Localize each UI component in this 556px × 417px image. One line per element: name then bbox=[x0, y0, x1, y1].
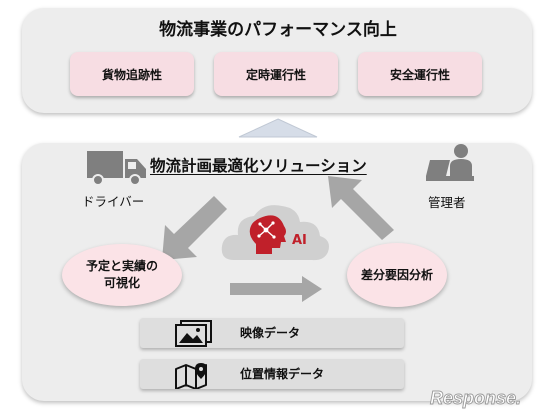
plan-bubble-line2: 可視化 bbox=[103, 276, 140, 290]
video-data-label: 映像データ bbox=[240, 326, 301, 340]
location-data-bar: 位置情報データ bbox=[140, 359, 404, 389]
performance-title: 物流事業のパフォーマンス向上 bbox=[159, 20, 397, 40]
manager-at-laptop-icon bbox=[426, 144, 474, 181]
watermark-text: Response. bbox=[430, 388, 521, 408]
metric-safety: 安全運行性 bbox=[358, 52, 482, 96]
up-arrow-icon bbox=[238, 118, 318, 138]
arrow-down-left-icon bbox=[162, 196, 227, 260]
location-data-label: 位置情報データ bbox=[240, 367, 325, 381]
driver-label: ドライバー bbox=[82, 194, 145, 209]
plan-vs-actual-bubble: 予定と実績の 可視化 bbox=[62, 244, 182, 306]
metric-cargo-tracking: 貨物追跡性 bbox=[70, 52, 194, 96]
response-logo: Response. bbox=[430, 388, 522, 409]
difference-analysis-bubble: 差分要因分析 bbox=[347, 243, 447, 307]
cloud-ai-icon bbox=[221, 205, 329, 261]
solution-title: 物流計画最適化ソリューション bbox=[150, 157, 367, 175]
arrow-up-right-icon bbox=[328, 176, 394, 240]
metric-on-time: 定時運行性 bbox=[214, 52, 338, 96]
map-pin-icon bbox=[175, 363, 207, 389]
image-icon bbox=[175, 320, 212, 347]
plan-bubble-line1: 予定と実績の bbox=[85, 259, 158, 274]
arrow-right-icon bbox=[230, 276, 322, 302]
ai-label: AI bbox=[292, 233, 307, 248]
truck-icon bbox=[87, 151, 146, 186]
manager-label: 管理者 bbox=[428, 195, 466, 210]
video-data-bar: 映像データ bbox=[140, 318, 404, 348]
